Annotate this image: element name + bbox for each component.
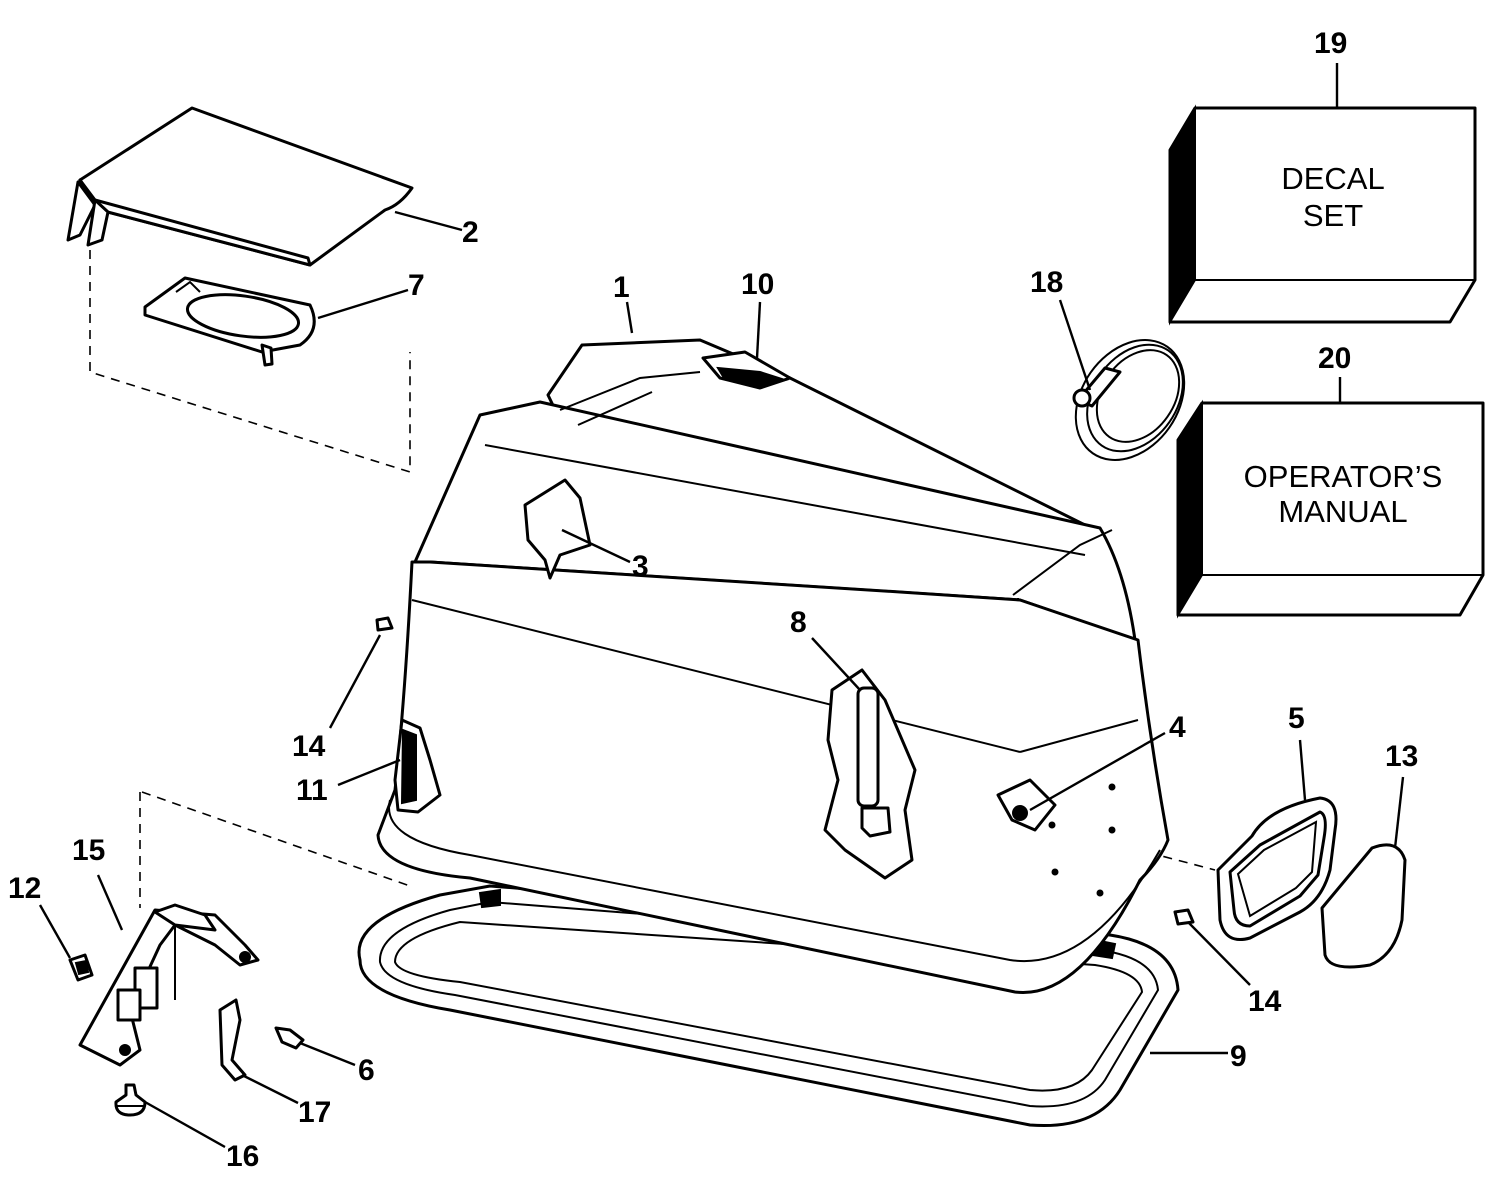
callout-11: 11 (296, 774, 328, 807)
callout-10: 10 (741, 268, 774, 301)
part-bracket (78, 903, 260, 1067)
callout-5: 5 (1288, 702, 1305, 735)
callout-16: 16 (226, 1140, 259, 1173)
callout-labels: 1 2 3 4 5 6 7 8 9 10 11 12 13 14 14 15 1… (8, 27, 1418, 1173)
part-motor-cover (376, 338, 1170, 994)
part-nut (68, 953, 94, 982)
part-decal-set-box (1168, 104, 1477, 326)
part-ring-plate (143, 276, 316, 367)
callout-2: 2 (462, 216, 479, 249)
callout-4: 4 (1169, 711, 1186, 744)
callout-15: 15 (72, 834, 105, 867)
callout-17: 17 (298, 1096, 331, 1129)
part-strap (218, 998, 247, 1082)
box-labels: DECAL SET OPERATOR’S MANUAL (1244, 161, 1443, 529)
part-gasket-ring (1216, 796, 1338, 941)
callout-9: 9 (1230, 1040, 1247, 1073)
part-cover-plate (1320, 843, 1407, 969)
part-plug-right (1173, 908, 1195, 926)
part-top-cap (66, 106, 414, 267)
callout-19: 19 (1314, 27, 1347, 60)
callout-20: 20 (1318, 342, 1351, 375)
callout-13: 13 (1385, 740, 1418, 773)
callout-8: 8 (790, 606, 807, 639)
callout-18: 18 (1030, 266, 1063, 299)
part-operators-manual-box (1176, 399, 1485, 619)
callout-12: 12 (8, 872, 41, 905)
decal-set-label-line2: SET (1303, 198, 1363, 233)
part-grommet (114, 1083, 147, 1117)
part-latch-plate (823, 668, 917, 880)
callout-7: 7 (408, 269, 425, 302)
part-screw (274, 1026, 305, 1050)
callout-14-left: 14 (292, 730, 326, 763)
operators-manual-label-line1: OPERATOR’S (1244, 459, 1443, 494)
callout-6: 6 (358, 1054, 375, 1087)
operators-manual-label-line2: MANUAL (1278, 494, 1407, 529)
callout-3: 3 (632, 550, 649, 583)
part-coiled-cord (1072, 339, 1186, 461)
decal-set-label-line1: DECAL (1281, 161, 1384, 196)
part-plug-left (375, 616, 394, 632)
leader-lines (38, 63, 1405, 1149)
callout-1: 1 (613, 271, 630, 304)
callout-14-right: 14 (1248, 985, 1282, 1018)
